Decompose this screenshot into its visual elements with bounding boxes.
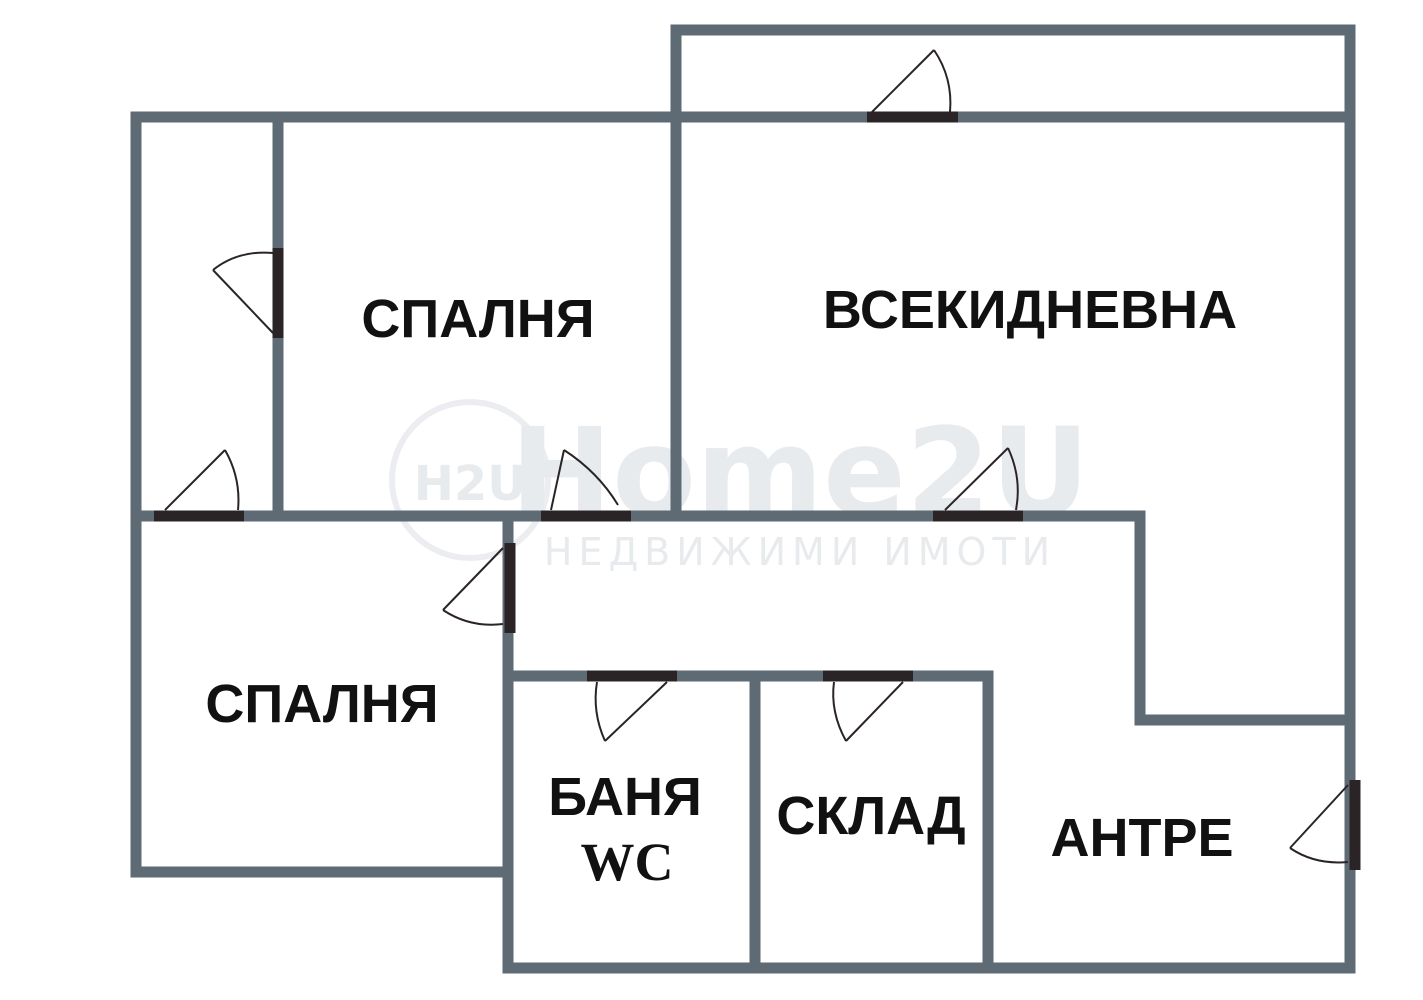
watermark-logo-main: Home2U: [510, 402, 1090, 544]
entrance-door: [1289, 780, 1361, 870]
room-label-entrance-hall: АНТРЕ: [1050, 808, 1233, 868]
storage-door: [823, 670, 913, 742]
closet-bottom-door: [154, 449, 244, 522]
watermark-badge-circle: [389, 399, 551, 561]
watermark-logo-sub: НЕДВИЖИМИ ИМОТИ: [544, 530, 1056, 574]
balcony-walls: [670, 24, 1356, 123]
room-label-bathroom: БАНЯ: [548, 767, 702, 827]
bathroom-door: [587, 670, 677, 742]
room-label-bedroom-bottom: СПАЛНЯ: [205, 674, 438, 734]
room-label-bathroom-wc: WC: [581, 832, 674, 892]
room-label-storage: СКЛАД: [776, 786, 965, 846]
closet-door: [212, 248, 284, 338]
hall-wall: [1134, 510, 1356, 726]
room-label-living-room: ВСЕКИДНЕВНА: [823, 280, 1237, 340]
watermark: H2U Home2U НЕДВИЖИМИ ИМОТИ: [389, 399, 1090, 574]
watermark-badge-text: H2U: [414, 456, 527, 512]
room-label-bedroom-top: СПАЛНЯ: [361, 289, 594, 349]
living-room-door: [933, 447, 1023, 522]
bedroom-top-door: [541, 449, 631, 522]
balcony-door: [867, 49, 958, 123]
bedroom-bottom-door: [442, 543, 516, 633]
